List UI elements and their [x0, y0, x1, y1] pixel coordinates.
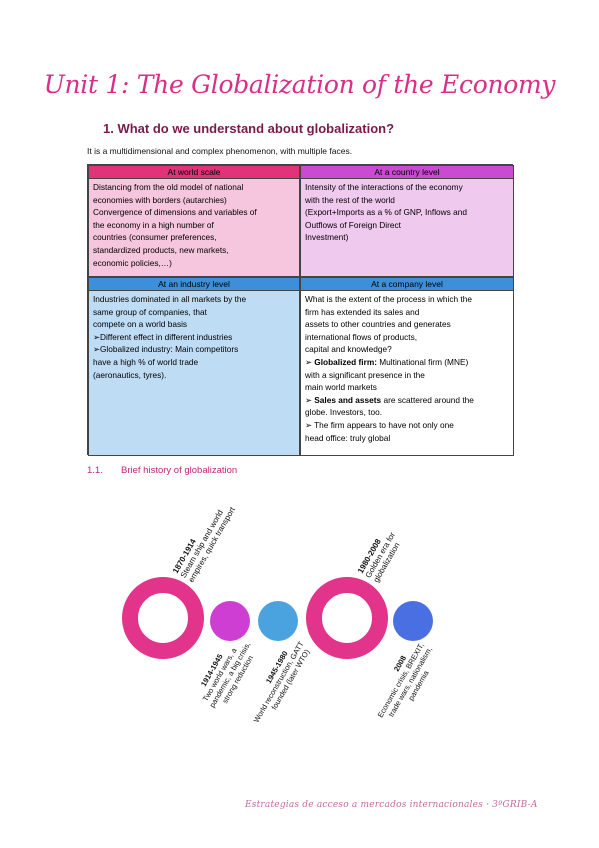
cell-header-country: At a country level — [301, 166, 513, 179]
text-line: economic policies,…) — [93, 257, 172, 268]
cell-header-world: At world scale — [89, 166, 299, 179]
bullet-line: ➢ Globalized firm: Multinational firm (M… — [305, 356, 509, 369]
text-line: with the rest of the world — [305, 194, 395, 205]
text-line: ➢Globalized industry: Main competitors — [93, 344, 239, 355]
bullet-text: are scattered around the — [381, 394, 474, 405]
timeline-dot-2008 — [393, 601, 433, 641]
timeline-ring-1980 — [306, 577, 388, 659]
cell-body-company: What is the extent of the process in whi… — [301, 291, 513, 446]
timeline-ring-1870 — [122, 577, 204, 659]
intro-text: It is a multidimensional and complex phe… — [87, 146, 353, 156]
timeline-dot-1945 — [258, 601, 298, 641]
bold-term: Globalized firm: — [314, 356, 377, 367]
cell-header-company: At a company level — [301, 278, 513, 291]
timeline-dot-1914 — [210, 601, 250, 641]
cell-body-world: Distancing from the old model of nationa… — [89, 179, 299, 271]
bullet-line: ➢ Sales and assets are scattered around … — [305, 394, 509, 407]
text-line: standardized products, new markets, — [93, 244, 229, 255]
text-line: What is the extent of the process in whi… — [305, 294, 472, 304]
text-line: Distancing from the old model of nationa… — [93, 182, 244, 192]
section-heading: 1. What do we understand about globaliza… — [103, 121, 395, 136]
text-line: have a high % of world trade — [93, 356, 199, 367]
cell-country-level: At a country level Intensity of the inte… — [300, 165, 514, 277]
page-title: Unit 1: The Globalization of the Economy — [43, 70, 556, 99]
text-line: compete on a world basis — [93, 319, 188, 330]
text-line: economies with borders (autarchies) — [93, 194, 227, 205]
text-line: the economy in a high number of — [93, 219, 214, 230]
subsection-title: Brief history of globalization — [121, 465, 238, 476]
text-line: Industries dominated in all markets by t… — [93, 294, 247, 304]
text-line: main world markets — [305, 382, 377, 393]
text-line: Investment) — [305, 232, 349, 243]
text-line: ➢Different effect in different industrie… — [93, 331, 233, 342]
text-line: same group of companies, that — [93, 306, 207, 317]
text-line: firm has extended its sales and — [305, 306, 420, 317]
event-text-1945-line1: World reconstruction, GATT — [252, 639, 306, 724]
bullet-line: ➢ The firm appears to have not only one — [305, 419, 509, 432]
subsection-heading: 1.1. Brief history of globalization — [87, 465, 237, 476]
arrow-icon: ➢ — [305, 356, 312, 367]
cell-body-country: Intensity of the interactions of the eco… — [301, 179, 513, 246]
bullet-text: The firm appears to have not only one — [311, 419, 454, 430]
text-line: Outflows of Foreign Direct — [305, 219, 401, 230]
cell-company-level: At a company level What is the extent of… — [300, 277, 514, 456]
text-line: Convergence of dimensions and variables … — [93, 207, 257, 218]
text-line: countries (consumer preferences, — [93, 232, 217, 243]
text-line: (aeronautics, tyres). — [93, 369, 167, 380]
text-line: international flows of products, — [305, 331, 418, 342]
text-line: capital and knowledge? — [305, 344, 392, 355]
cell-world-scale: At world scale Distancing from the old m… — [88, 165, 300, 277]
cell-body-industry: Industries dominated in all markets by t… — [89, 291, 299, 383]
cell-header-industry: At an industry level — [89, 278, 299, 291]
arrow-icon: ➢ — [305, 419, 312, 430]
text-line: Intensity of the interactions of the eco… — [305, 182, 463, 192]
text-line: head office: truly global — [305, 432, 391, 443]
text-line: (Export+Imports as a % of GNP, Inflows a… — [305, 207, 467, 218]
globalization-timeline: 1870-1914 Steam ship and world empires, … — [122, 505, 434, 724]
bold-term: Sales and assets — [314, 394, 382, 405]
text-line: with a significant presence in the — [305, 369, 425, 380]
text-line: assets to other countries and generates — [305, 319, 451, 330]
bullet-text: Multinational firm (MNE) — [376, 356, 469, 367]
globalization-table: At world scale Distancing from the old m… — [87, 164, 514, 456]
text-line: globe. Investors, too. — [305, 407, 383, 418]
arrow-icon: ➢ — [305, 394, 312, 405]
page-footer: Estrategias de acceso a mercados interna… — [245, 800, 538, 810]
cell-industry-level: At an industry level Industries dominate… — [88, 277, 300, 456]
subsection-number: 1.1. — [87, 465, 103, 476]
